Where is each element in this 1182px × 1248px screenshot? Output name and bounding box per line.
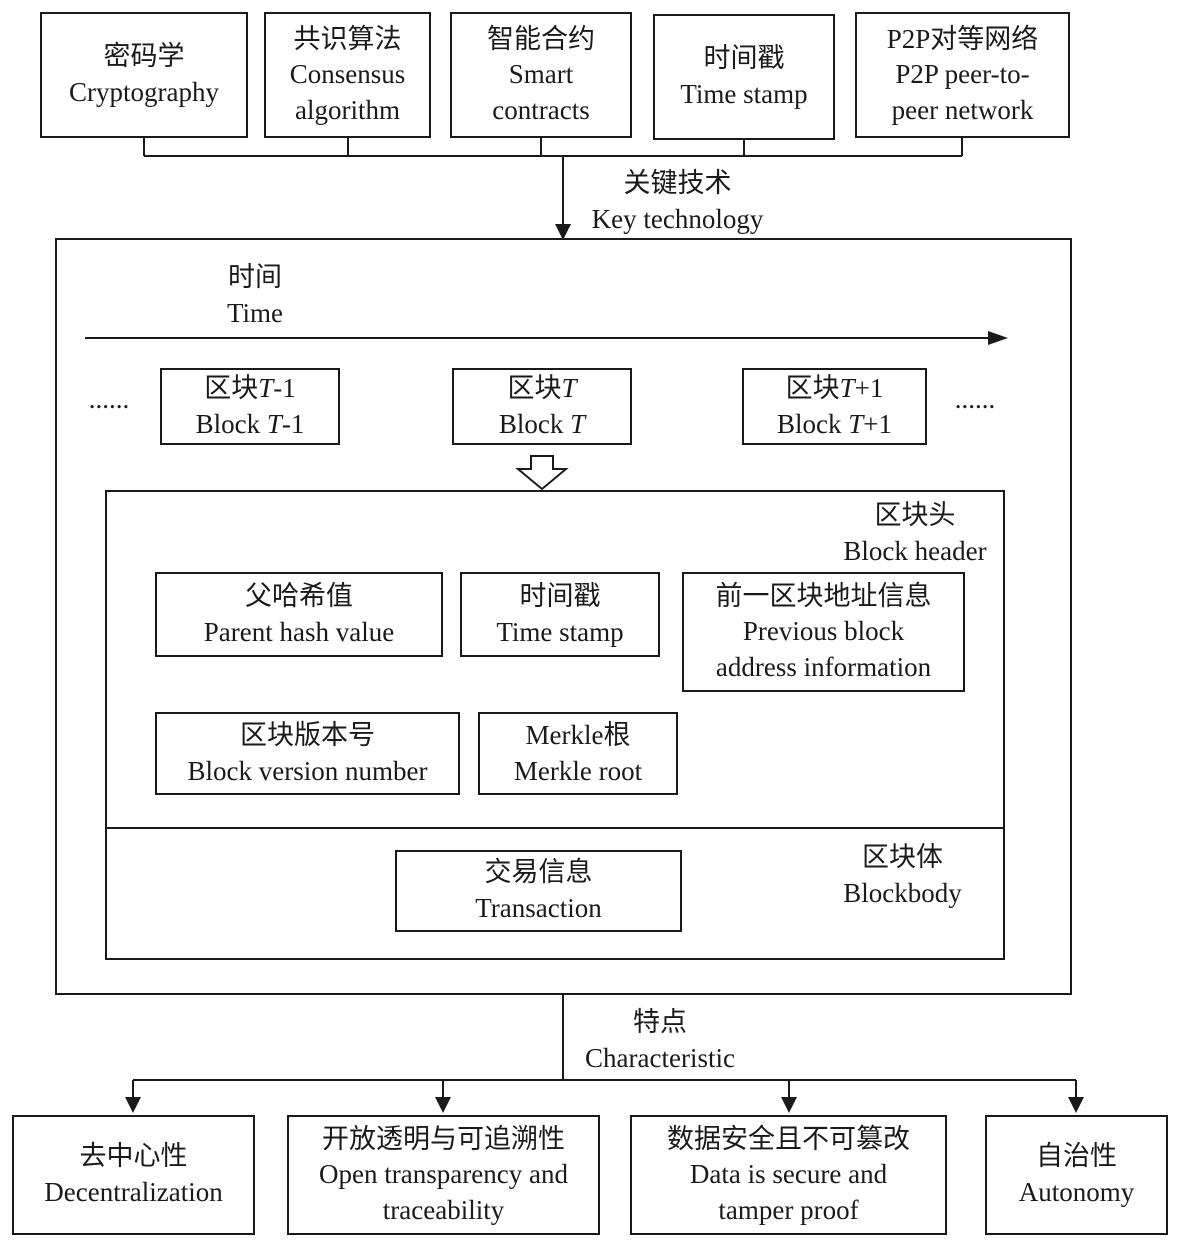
field-block-version-number: 区块版本号 Block version number: [155, 712, 460, 795]
label-zh: P2P对等网络: [886, 23, 1039, 54]
down-arrowhead-icon: [781, 1097, 797, 1113]
label-zh: 区块版本号: [240, 719, 375, 750]
label-en: Time stamp: [680, 79, 808, 109]
label-zh: 密码学: [103, 41, 185, 72]
label-en: Key technology: [591, 203, 764, 234]
feature-decentralization: 去中心性 Decentralization: [12, 1115, 255, 1235]
label-en: Transaction: [475, 893, 602, 923]
label-en: peer network: [891, 94, 1034, 125]
top-box-p2p-network: P2P对等网络 P2P peer-to- peer network: [855, 12, 1070, 138]
feature-open-transparency: 开放透明与可追溯性 Open transparency and traceabi…: [287, 1115, 600, 1235]
label-zh: 区块T-1: [204, 372, 296, 403]
label-en: Autonomy: [1018, 1177, 1135, 1207]
key-technology-label: 关键技术 Key technology: [560, 166, 795, 237]
label-en: tamper proof: [718, 1194, 859, 1225]
label-en: P2P peer-to-: [895, 59, 1030, 90]
label-en: Decentralization: [44, 1177, 223, 1207]
label-en: Block T+1: [776, 408, 892, 439]
label-zh: 区块头: [874, 500, 956, 530]
field-time-stamp: 时间戳 Time stamp: [460, 572, 660, 657]
label-en: Blockbody: [843, 877, 962, 908]
characteristic-label: 特点 Characteristic: [545, 1005, 775, 1076]
label-en: algorithm: [295, 94, 400, 125]
label-en: Cryptography: [69, 77, 219, 107]
label-zh: 区块T: [507, 372, 577, 403]
label-zh: 关键技术: [623, 168, 732, 198]
label-zh: 共识算法: [293, 23, 402, 54]
label-en: Characteristic: [585, 1042, 735, 1073]
feature-autonomy: 自治性 Autonomy: [985, 1115, 1168, 1235]
label-zh: 去中心性: [79, 1141, 188, 1172]
label-zh: 时间: [228, 262, 282, 292]
label-zh: Merkle根: [525, 719, 631, 750]
block-detail-box: [105, 490, 1005, 960]
top-box-consensus-algorithm: 共识算法 Consensus algorithm: [264, 12, 431, 138]
block-t: 区块T Block T: [452, 368, 632, 445]
label-zh: 时间戳: [703, 43, 785, 74]
label-en: Block T-1: [195, 408, 305, 439]
label-en: Block T: [498, 408, 586, 439]
down-arrowhead-icon: [1068, 1097, 1084, 1113]
ellipsis-left: ......: [88, 384, 130, 414]
top-box-cryptography: 密码学 Cryptography: [40, 12, 248, 138]
field-previous-block-address: 前一区块地址信息 Previous block address informat…: [682, 572, 965, 692]
label-en: Time stamp: [496, 616, 624, 647]
block-body-label: 区块体 Blockbody: [795, 840, 1010, 911]
key-technology-connector: [143, 138, 963, 240]
label-zh: 区块T+1: [785, 372, 884, 403]
down-arrowhead-icon: [435, 1097, 451, 1113]
label-zh: 数据安全且不可篡改: [667, 1123, 910, 1154]
top-box-time-stamp: 时间戳 Time stamp: [653, 14, 835, 140]
block-t-minus-1: 区块T-1 Block T-1: [160, 368, 340, 445]
label-zh: 智能合约: [487, 23, 595, 54]
label-zh: 特点: [633, 1007, 687, 1037]
label-en: Parent hash value: [203, 616, 395, 647]
feature-data-secure: 数据安全且不可篡改 Data is secure and tamper proo…: [630, 1115, 947, 1235]
field-merkle-root: Merkle根 Merkle root: [478, 712, 678, 795]
label-en: Smart: [508, 59, 574, 90]
field-parent-hash: 父哈希值 Parent hash value: [155, 572, 443, 657]
time-axis-label: 时间 Time: [190, 260, 320, 331]
label-en: Block header: [843, 535, 987, 566]
label-zh: 开放透明与可追溯性: [322, 1123, 565, 1154]
label-zh: 时间戳: [519, 580, 601, 611]
label-en: Merkle root: [513, 755, 643, 786]
transaction-box: 交易信息 Transaction: [395, 850, 682, 932]
label-en: Time: [226, 297, 284, 328]
label-en: Consensus: [289, 59, 406, 90]
label-zh: 区块体: [862, 842, 943, 872]
top-box-smart-contracts: 智能合约 Smart contracts: [450, 12, 632, 138]
block-header-label: 区块头 Block header: [805, 498, 1025, 569]
label-zh: 父哈希值: [245, 580, 353, 611]
label-en: contracts: [492, 94, 590, 125]
label-zh: 前一区块地址信息: [715, 580, 932, 611]
block-t-plus-1: 区块T+1 Block T+1: [742, 368, 927, 445]
label-en: Open transparency and: [319, 1159, 568, 1190]
label-zh: 自治性: [1036, 1141, 1117, 1172]
label-en: Block version number: [187, 755, 428, 786]
label-en: address information: [715, 651, 932, 682]
label-en: Data is secure and: [689, 1159, 888, 1190]
down-arrowhead-icon: [125, 1097, 141, 1113]
label-en: Previous block: [742, 616, 905, 647]
ellipsis-right: ......: [954, 384, 996, 414]
label-en: traceability: [382, 1194, 505, 1225]
label-zh: 交易信息: [484, 857, 593, 888]
